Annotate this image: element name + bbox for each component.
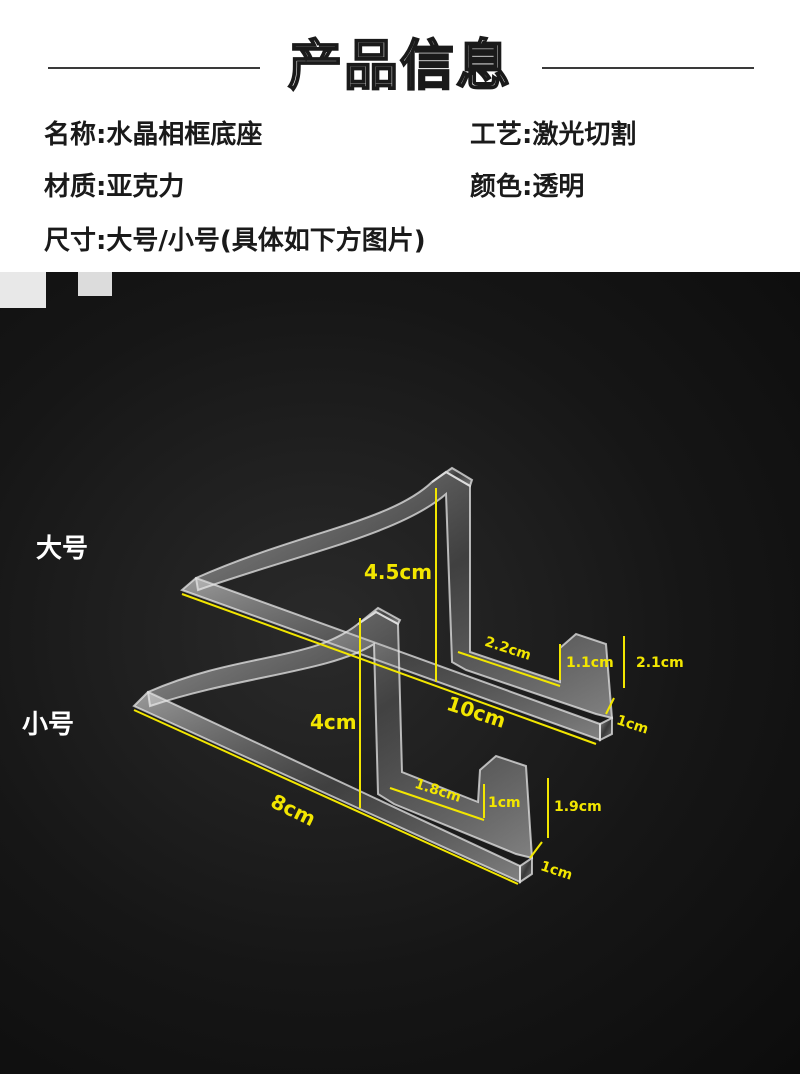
large-inner-line xyxy=(457,651,561,687)
product-color: 颜色:透明 xyxy=(470,172,585,202)
page-title: 产品信息 xyxy=(287,33,512,98)
product-material: 材质:亚克力 xyxy=(44,172,185,202)
title-divider-right xyxy=(542,67,754,69)
large-stand-body xyxy=(194,470,614,720)
background-block-right xyxy=(78,272,112,296)
large-stand-top xyxy=(431,466,474,488)
large-stand-base-end xyxy=(599,716,613,742)
large-length-line xyxy=(181,593,597,745)
title-bar: 产品信息 xyxy=(0,28,800,108)
small-lip-dim: 1cm xyxy=(488,795,521,811)
small-width-line xyxy=(529,841,543,859)
product-craft: 工艺:激光切割 xyxy=(470,120,637,150)
title-divider-left xyxy=(48,67,260,69)
large-lip-total-dim: 2.1cm xyxy=(636,655,684,671)
large-width-line xyxy=(605,697,615,715)
small-length-line xyxy=(133,709,519,885)
small-size-label: 小号 xyxy=(22,710,75,740)
stand-illustration xyxy=(0,272,625,885)
product-size: 尺寸:大号/小号(具体如下方图片) xyxy=(44,226,426,256)
small-lip-total-dim: 1.9cm xyxy=(554,799,602,815)
small-acrylic-stand xyxy=(132,606,534,884)
small-stand-top xyxy=(357,606,402,626)
small-height-dim: 4cm xyxy=(310,710,357,734)
dimension-lines xyxy=(133,488,625,885)
small-stand-body xyxy=(146,610,534,860)
large-height-dim: 4.5cm xyxy=(364,560,433,584)
product-name: 名称:水晶相框底座 xyxy=(44,120,263,150)
product-photo: 大号 小号 4.5cm 2.2cm 1.1cm 2.1cm 10cm 1cm 4… xyxy=(0,272,800,1074)
small-inner-line xyxy=(389,787,485,821)
background-block-left xyxy=(0,272,46,308)
large-size-label: 大号 xyxy=(36,534,89,564)
small-stand-base-end xyxy=(519,856,533,884)
large-lip-dim: 1.1cm xyxy=(566,655,614,671)
product-info-header: 产品信息 名称:水晶相框底座 工艺:激光切割 材质:亚克力 颜色:透明 尺寸:大… xyxy=(0,0,800,272)
